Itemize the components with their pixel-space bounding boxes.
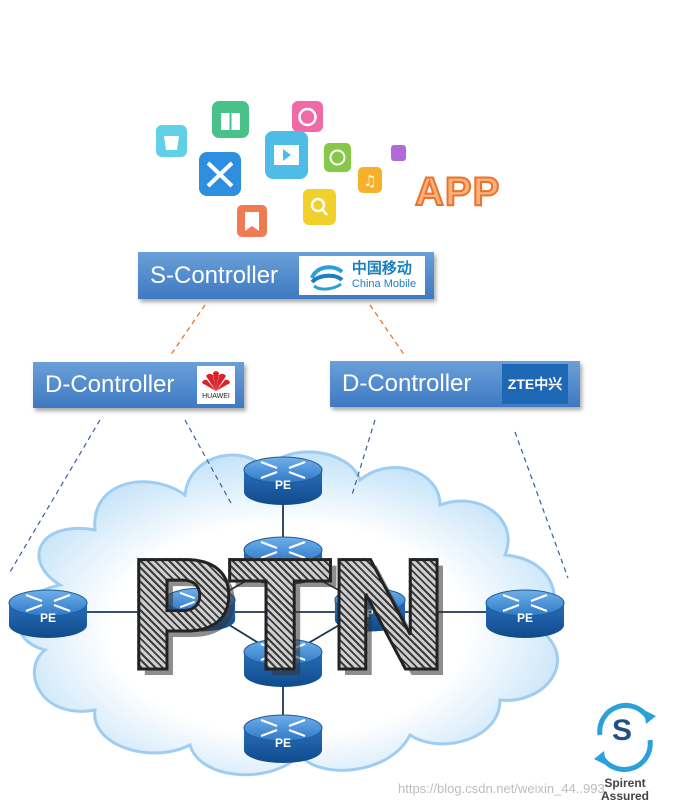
huawei-logo-text: HUAWEI	[202, 393, 230, 400]
spirent-logo	[594, 703, 656, 772]
router-arrows-icon	[179, 591, 221, 609]
router-arrows-icon	[502, 593, 548, 613]
app-label: APP	[414, 169, 501, 215]
huawei-logo: HUAWEI	[197, 366, 235, 404]
router-top[interactable]: PE	[243, 456, 323, 505]
svg-text:♫: ♫	[363, 172, 376, 190]
router-center-left[interactable]: P	[164, 587, 236, 632]
router-right[interactable]: PE	[485, 589, 565, 638]
router-arrows-icon	[260, 642, 306, 662]
app-icons: ♫	[156, 101, 406, 237]
controller-links	[9, 304, 569, 579]
spirent-line2: Assured	[600, 789, 650, 803]
router-center-bottom[interactable]: P	[243, 638, 323, 687]
router-label: PE	[275, 478, 291, 492]
zte-logo-text: ZTE中兴	[507, 376, 563, 392]
d-controller-huawei[interactable]: D-Controller HUAWEI	[33, 362, 244, 408]
router-label: P	[279, 558, 287, 572]
china-mobile-en: China Mobile	[351, 277, 417, 290]
zte-logo: ZTE中兴	[502, 364, 568, 404]
search-icon	[303, 189, 336, 225]
router-label: P	[279, 660, 287, 674]
router-label: P	[196, 608, 203, 620]
china-mobile-logo: 中国移动 China Mobile	[299, 256, 425, 295]
ptn-label: PTN	[124, 542, 455, 695]
watermark: https://blog.csdn.net/weixin_44..993	[398, 781, 605, 796]
s-controller-label: S-Controller	[150, 261, 279, 289]
router-center-top[interactable]: P	[243, 536, 323, 585]
s-controller[interactable]: S-Controller 中国移动 China Mobile	[138, 252, 434, 299]
router-arrows-icon	[260, 718, 306, 738]
router-bottom[interactable]: PE	[243, 714, 323, 763]
router-arrows-icon	[25, 593, 71, 613]
huawei-petals-icon	[202, 371, 230, 391]
china-mobile-cn: 中国移动	[351, 258, 412, 277]
d-controller-left-label: D-Controller	[45, 371, 175, 398]
router-arrows-icon	[349, 591, 391, 609]
router-arrows-icon	[260, 540, 306, 560]
china-mobile-swirl-icon	[309, 264, 344, 291]
d-controller-zte[interactable]: D-Controller ZTE中兴	[330, 361, 580, 407]
router-center-right[interactable]: P	[334, 587, 406, 632]
router-arrows-icon	[260, 460, 306, 480]
spirent-line1: Spirent	[604, 776, 646, 790]
shopping-bag-icon-glyph	[164, 136, 179, 150]
alarm-clock-icon	[292, 101, 323, 132]
ptn-label-shadow: PTN	[131, 549, 461, 699]
download-icon	[324, 143, 351, 172]
router-left[interactable]: PE	[8, 589, 88, 638]
d-controller-right-label: D-Controller	[342, 370, 472, 397]
router-label: PE	[275, 736, 291, 750]
spirent-mark: S	[612, 714, 633, 747]
router-label: PE	[40, 611, 56, 625]
music-note-icon	[358, 167, 382, 193]
router-label: P	[366, 608, 373, 620]
router-label: PE	[517, 611, 533, 625]
gamepad-icon	[391, 145, 406, 161]
